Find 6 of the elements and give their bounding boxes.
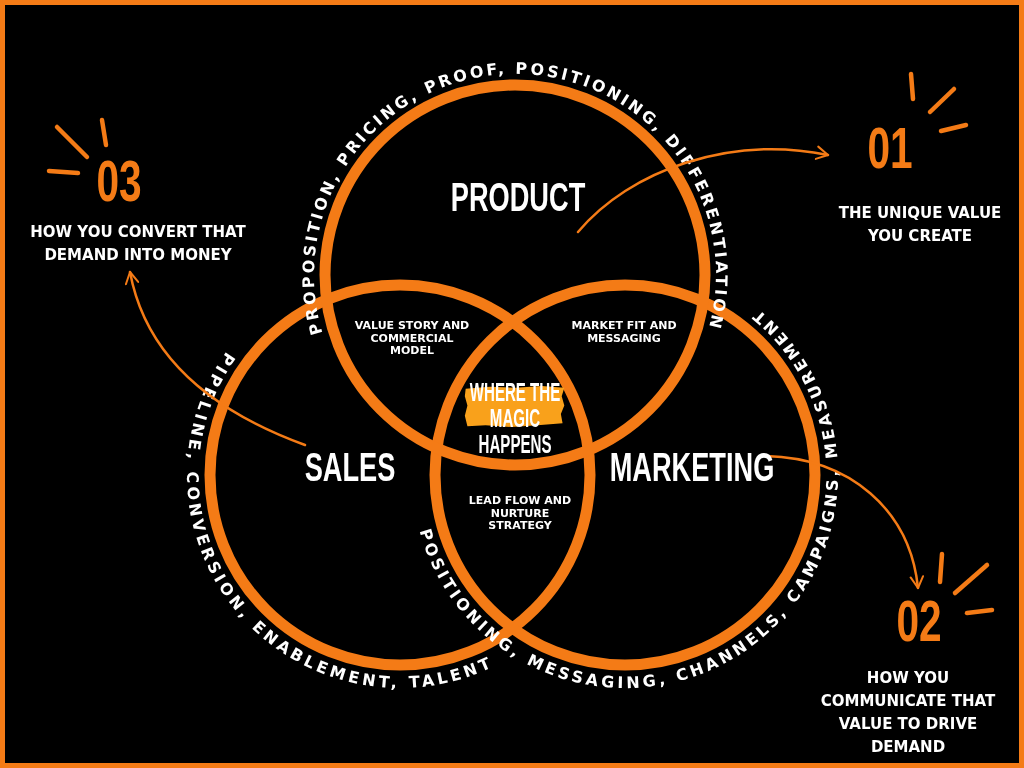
step-description: THE UNIQUE VALUE YOU CREATE <box>837 203 1003 247</box>
step-number: 01 <box>867 119 913 177</box>
step-number: 03 <box>96 152 142 210</box>
step-number: 02 <box>896 592 942 650</box>
step-description: HOW YOU CONVERT THAT DEMAND INTO MONEY <box>29 222 247 266</box>
step-description: HOW YOU COMMUNICATE THAT VALUE TO DRIVE DEMAND <box>819 668 997 758</box>
